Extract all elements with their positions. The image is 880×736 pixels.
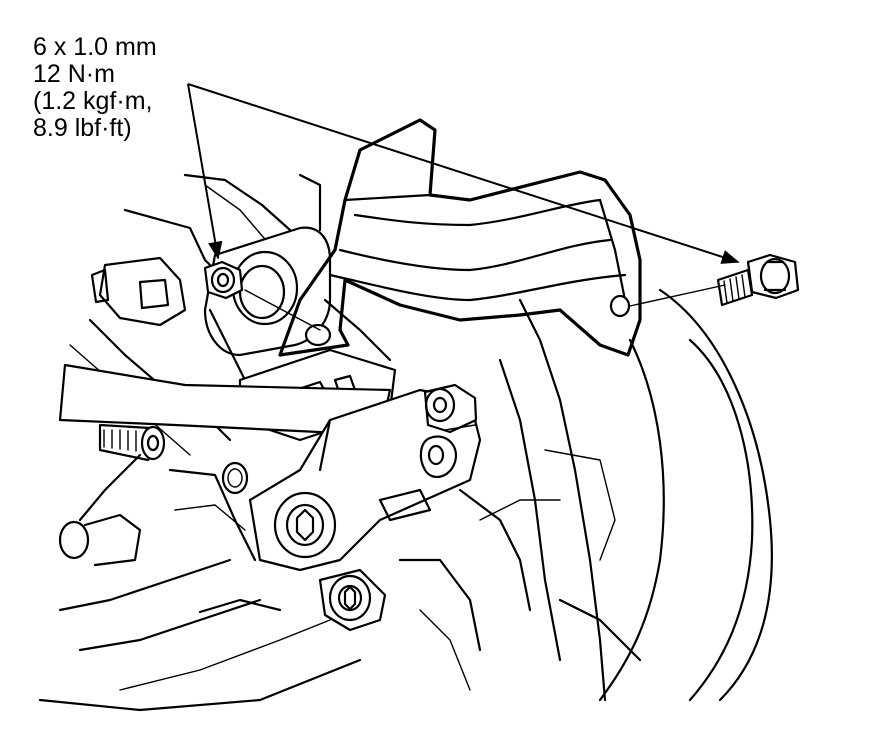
lower-mount-arm — [248, 388, 482, 632]
sensor-connector — [90, 256, 187, 327]
torque-specification-callout: 6 x 1.0 mm 12 N·m (1.2 kgf·m, 8.9 lbf·ft… — [33, 34, 157, 142]
transmission-housing — [398, 288, 773, 702]
torque-lbf-label: 8.9 lbf·ft) — [33, 114, 132, 142]
flange-bolt-right — [716, 253, 800, 307]
flange-bolt-left — [203, 260, 244, 300]
torque-nm-label: 12 N·m — [33, 60, 115, 88]
spacer-plate — [58, 363, 392, 522]
torque-leader-arrows — [187, 83, 740, 431]
bolt-size-label: 6 x 1.0 mm — [33, 33, 157, 61]
mount-bracket — [278, 118, 642, 357]
torque-kgf-label: (1.2 kgf·m, — [33, 87, 153, 115]
flange-bolt-center — [423, 383, 478, 434]
